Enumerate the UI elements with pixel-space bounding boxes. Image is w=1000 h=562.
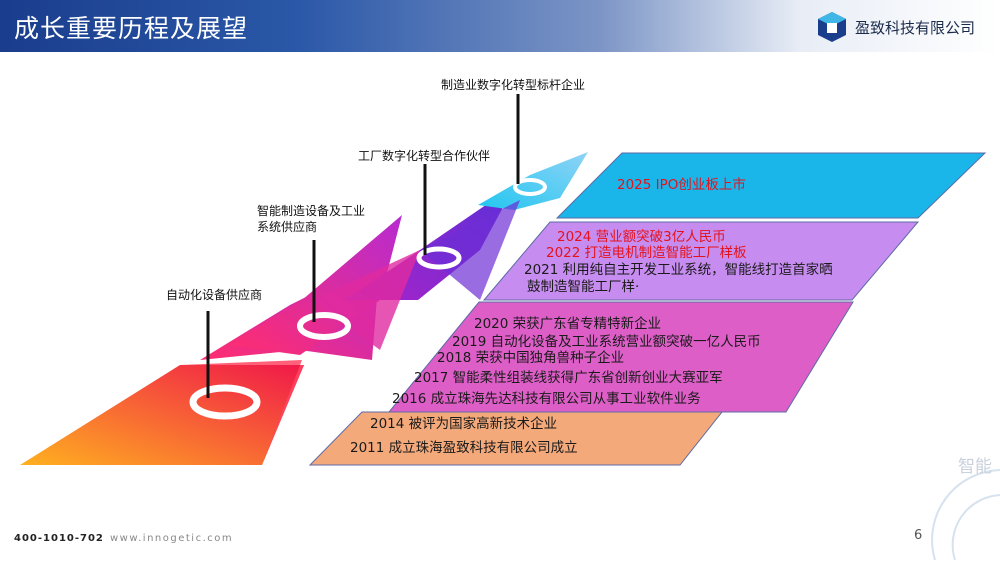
timeline-item: 2019 自动化设备及工业系统营业额突破一亿人民币 <box>452 334 761 350</box>
chevron-1 <box>180 360 304 465</box>
chevron-3 <box>420 200 520 300</box>
panel-2025 <box>555 152 987 219</box>
decor-arc <box>931 469 1000 561</box>
step-band-2-body <box>228 215 402 355</box>
milestone-label: 智能制造设备及工业 <box>257 204 366 218</box>
watermark-text: 智能 <box>958 457 992 477</box>
milestone-label: 系统供应商 <box>257 220 318 234</box>
panel-2011-2014 <box>308 411 724 466</box>
ring-marker-3 <box>416 246 462 270</box>
timeline-item: 2022 打造电机制造智能工厂样板 <box>546 245 747 261</box>
footer-website: www.innogetic.com <box>110 533 234 544</box>
ring-marker-2 <box>297 312 351 340</box>
timeline-item: 2018 荣获中国独角兽种子企业 <box>437 350 625 366</box>
panel-2021-2024 <box>482 221 920 301</box>
timeline-item: 2025 IPO创业板上市 <box>617 177 746 193</box>
timeline-item: 2016 成立珠海先达科技有限公司从事工业软件业务 <box>392 391 701 407</box>
page-number: 6 <box>914 528 923 543</box>
panel-2016-2020 <box>387 301 854 413</box>
timeline-item: 2011 成立珠海盈致科技有限公司成立 <box>350 440 578 456</box>
step-band-1 <box>20 365 304 465</box>
milestone-label: 制造业数字化转型标杆企业 <box>441 78 586 92</box>
company-logo-icon <box>818 12 846 42</box>
timeline-item: 2017 智能柔性组装线获得广东省创新创业大赛亚军 <box>414 370 723 386</box>
timeline-item: 2020 荣获广东省专精特新企业 <box>474 316 662 332</box>
milestone-label: 工厂数字化转型合作伙伴 <box>358 149 491 163</box>
timeline-item: 2024 营业额突破3亿人民币 <box>557 229 726 245</box>
timeline-item: 2014 被评为国家高新技术企业 <box>370 416 558 432</box>
timeline-item: 鼓制造智能工厂样· <box>527 279 640 295</box>
timeline-item: 2021 利用纯自主开发工业系统，智能线打造首家晒 <box>524 262 833 278</box>
company-name: 盈致科技有限公司 <box>855 19 976 37</box>
page-title: 成长重要历程及展望 <box>14 14 249 43</box>
decor-arc-2 <box>951 494 1000 561</box>
ring-marker-4 <box>513 178 547 196</box>
footer-phone: 400-1010-702 <box>14 533 104 544</box>
chevron-2 <box>312 250 420 350</box>
ring-marker-1 <box>189 384 261 420</box>
milestone-label: 自动化设备供应商 <box>166 288 263 302</box>
